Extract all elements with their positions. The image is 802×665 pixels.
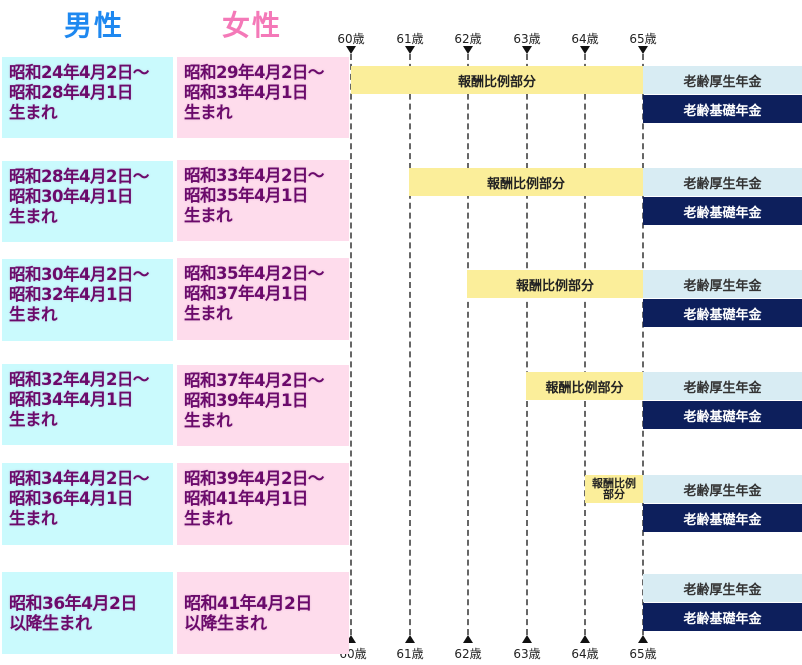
male-birth-range-1: 昭和24年4月2日～ 昭和28年4月1日 生まれ [2,57,173,138]
age-label-60-top: 60歳 [337,32,365,46]
kosei-bar-6: 老齢厚生年金 [643,574,802,602]
age-label-61-bottom: 61歳 [396,647,424,661]
marker-up-icon [405,635,415,643]
kiso-bar-4: 老齢基礎年金 [643,401,802,429]
age-gridline-63 [526,54,528,635]
age-label-65-bottom: 65歳 [629,647,657,661]
marker-down-icon [638,46,648,54]
marker-down-icon [405,46,415,54]
female-birth-range-6: 昭和41年4月2日 以降生まれ [177,572,349,654]
female-birth-range-2: 昭和33年4月2日～ 昭和35年4月1日 生まれ [177,160,349,241]
age-label-63-top: 63歳 [513,32,541,46]
kiso-bar-6: 老齢基礎年金 [643,603,802,631]
kiso-bar-1: 老齢基礎年金 [643,95,802,123]
kosei-bar-5: 老齢厚生年金 [643,475,802,503]
hourei-bar-4: 報酬比例部分 [526,372,643,400]
kosei-bar-1: 老齢厚生年金 [643,66,802,94]
hourei-bar-3: 報酬比例部分 [467,270,643,298]
female-header: 女性 [222,9,283,42]
age-gridline-64 [584,54,586,635]
age-gridline-62 [467,54,469,635]
marker-up-icon [463,635,473,643]
hourei-bar-5: 報酬比例 部分 [585,475,643,503]
kosei-bar-2: 老齢厚生年金 [643,168,802,196]
female-birth-range-4: 昭和37年4月2日～ 昭和39年4月1日 生まれ [177,365,349,446]
male-birth-range-2: 昭和28年4月2日～ 昭和30年4月1日 生まれ [2,161,173,242]
age-label-64-top: 64歳 [571,32,599,46]
female-birth-range-5: 昭和39年4月2日～ 昭和41年4月1日 生まれ [177,463,349,545]
marker-down-icon [346,46,356,54]
marker-down-icon [522,46,532,54]
marker-down-icon [463,46,473,54]
age-gridline-61 [409,54,411,635]
age-label-62-top: 62歳 [454,32,482,46]
hourei-bar-1: 報酬比例部分 [351,66,643,94]
age-label-63-bottom: 63歳 [513,647,541,661]
kosei-bar-4: 老齢厚生年金 [643,372,802,400]
female-birth-range-3: 昭和35年4月2日～ 昭和37年4月1日 生まれ [177,258,349,340]
male-birth-range-6: 昭和36年4月2日 以降生まれ [2,572,173,654]
hourei-bar-2: 報酬比例部分 [409,168,643,196]
kosei-bar-3: 老齢厚生年金 [643,270,802,298]
marker-up-icon [638,635,648,643]
female-birth-range-1: 昭和29年4月2日～ 昭和33年4月1日 生まれ [177,57,349,138]
marker-up-icon [346,635,356,643]
marker-up-icon [522,635,532,643]
age-label-65-top: 65歳 [629,32,657,46]
age-gridline-60 [350,54,352,635]
male-header: 男性 [64,9,125,42]
male-birth-range-5: 昭和34年4月2日～ 昭和36年4月1日 生まれ [2,463,173,545]
kiso-bar-5: 老齢基礎年金 [643,504,802,532]
age-gridline-65 [642,54,644,635]
kiso-bar-3: 老齢基礎年金 [643,299,802,327]
male-birth-range-3: 昭和30年4月2日～ 昭和32年4月1日 生まれ [2,259,173,341]
age-label-64-bottom: 64歳 [571,647,599,661]
age-label-61-top: 61歳 [396,32,424,46]
age-label-62-bottom: 62歳 [454,647,482,661]
marker-down-icon [580,46,590,54]
kiso-bar-2: 老齢基礎年金 [643,197,802,225]
male-birth-range-4: 昭和32年4月2日～ 昭和34年4月1日 生まれ [2,364,173,445]
marker-up-icon [580,635,590,643]
